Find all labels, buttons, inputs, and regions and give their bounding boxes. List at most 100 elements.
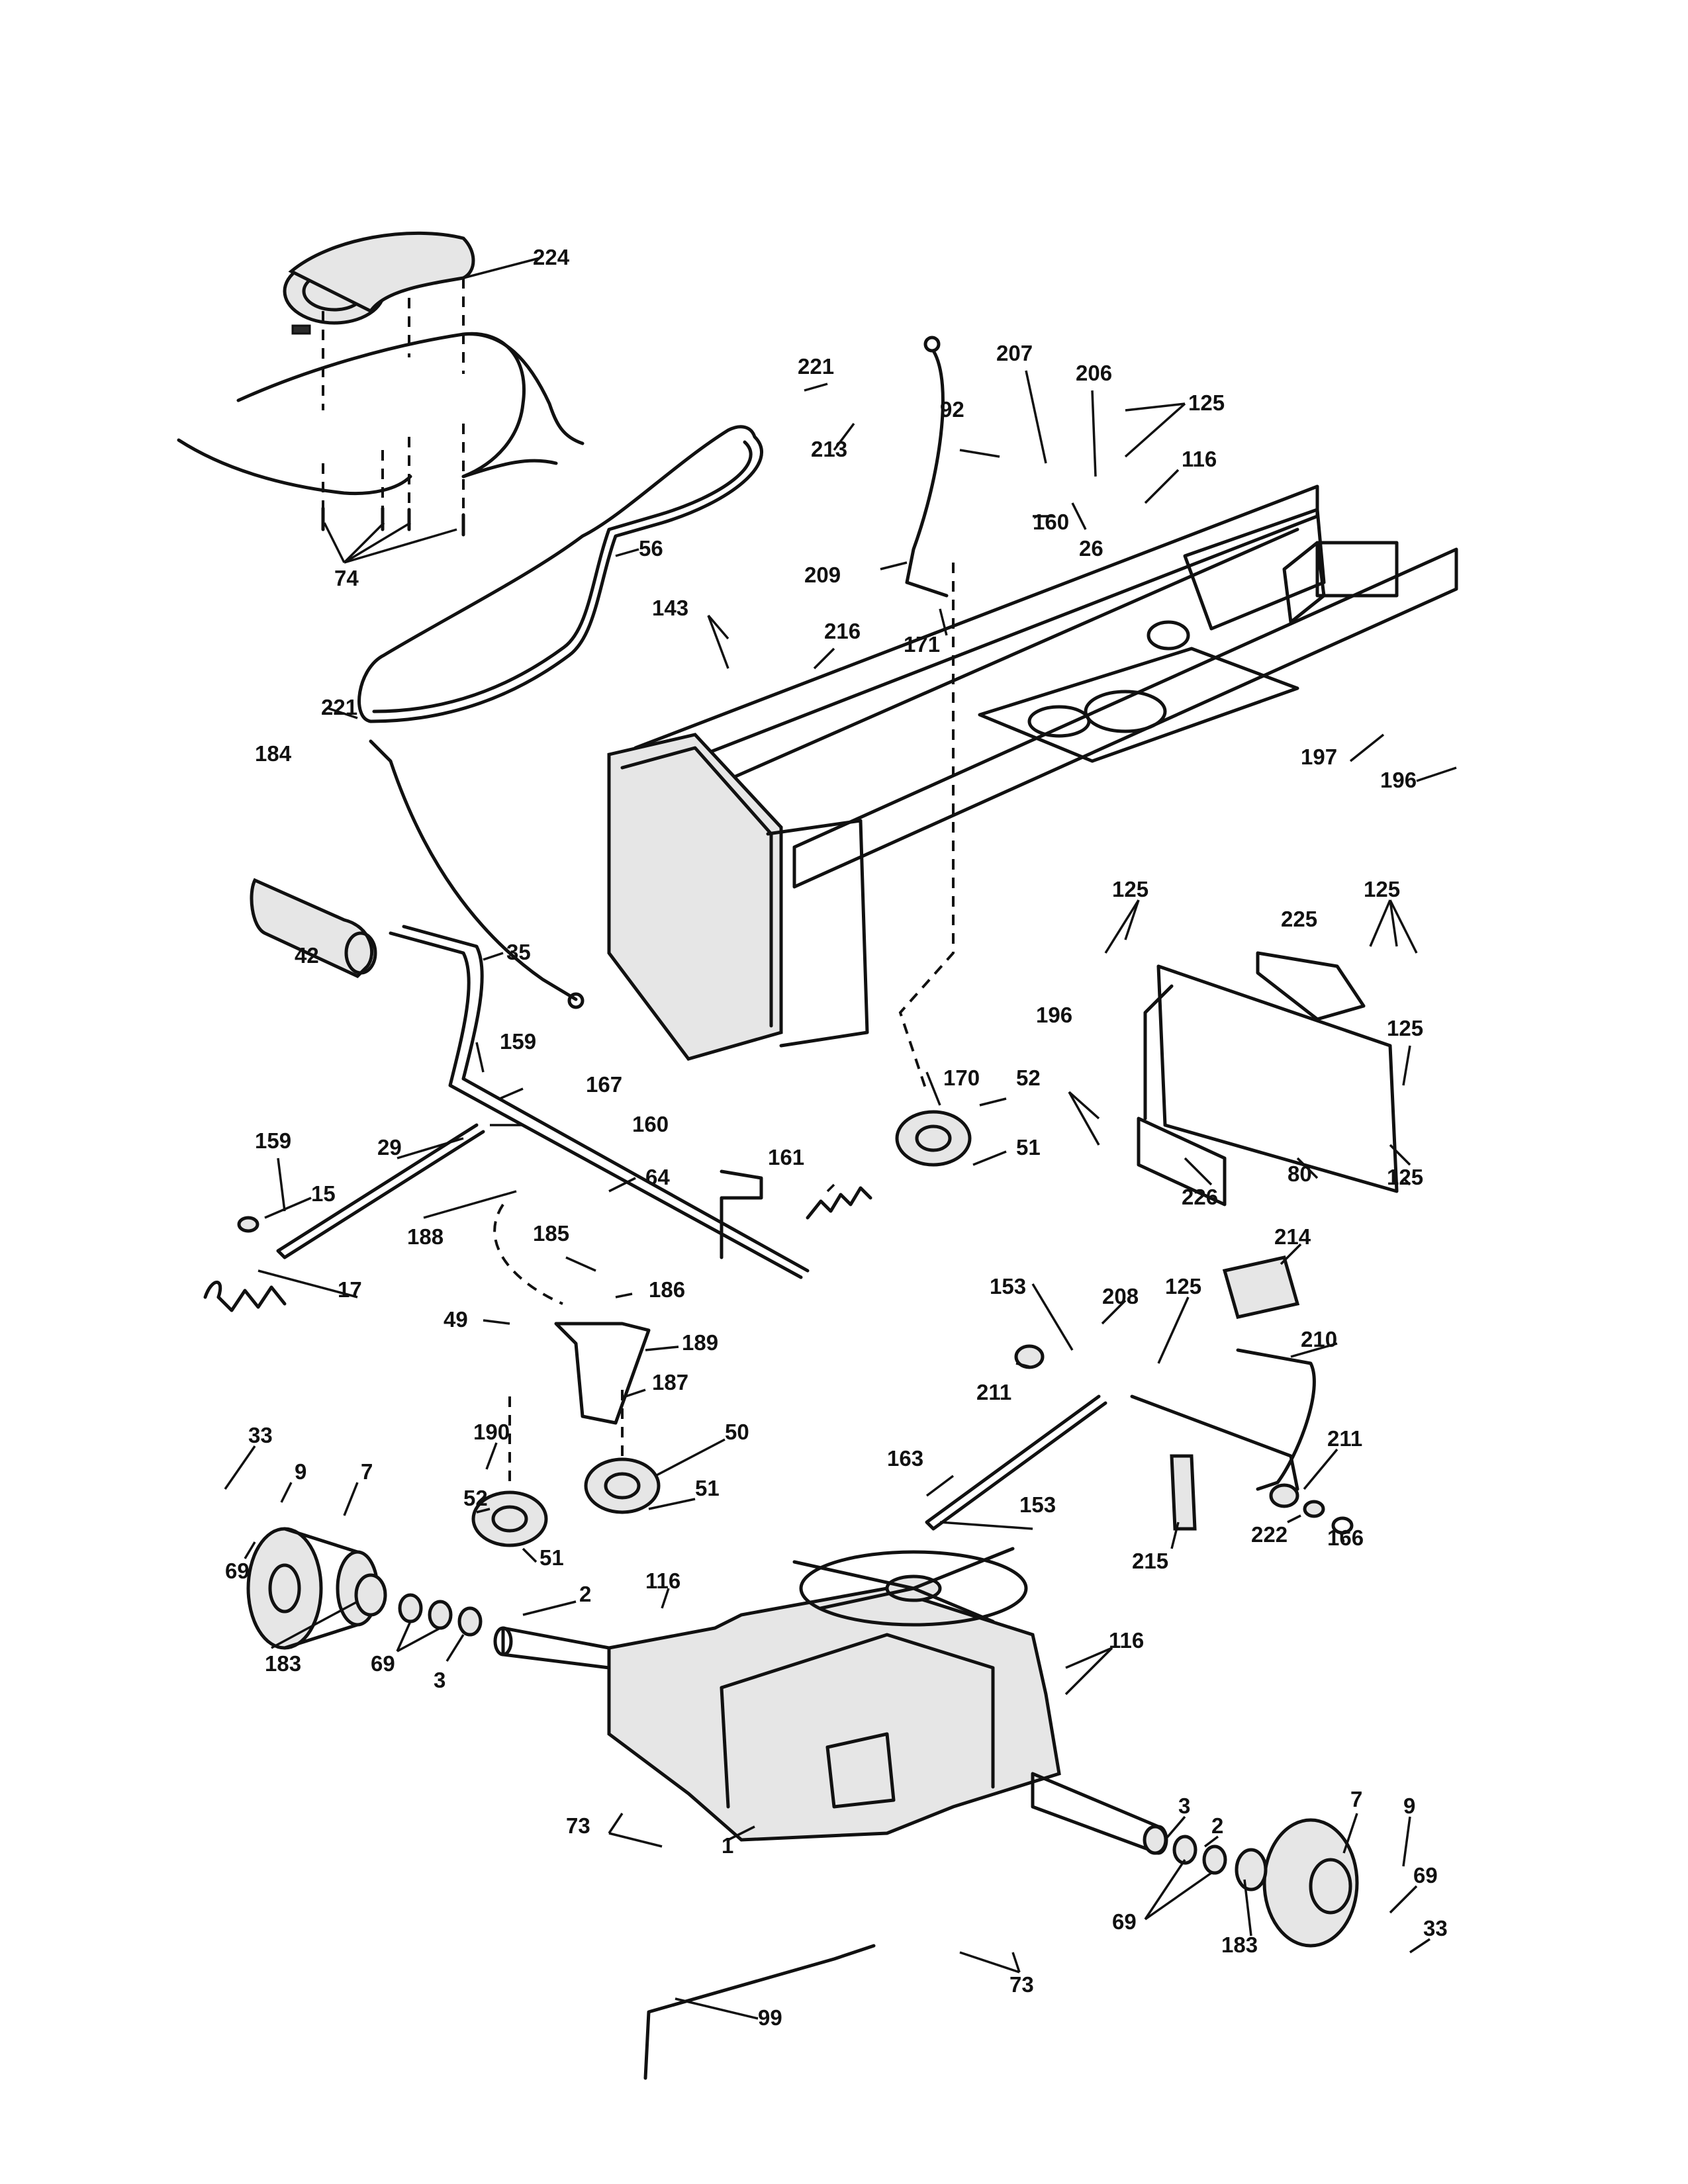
spring-161 <box>806 1186 872 1220</box>
callout-74: 74 <box>334 566 359 590</box>
callout-183: 183 <box>265 1651 301 1676</box>
callout-211: 211 <box>1327 1426 1362 1451</box>
callout-2: 2 <box>579 1582 591 1606</box>
pulley-linkage-dashes <box>493 563 955 1489</box>
brake-pedal-assembly <box>925 1255 1354 1535</box>
lift-shaft-64 <box>389 925 810 1279</box>
callout-52: 52 <box>1016 1066 1041 1090</box>
callout-159: 159 <box>255 1128 291 1153</box>
callout-9: 9 <box>295 1459 306 1484</box>
shift-console <box>283 231 475 335</box>
screws-74 <box>321 506 465 537</box>
callout-189: 189 <box>682 1330 718 1355</box>
callout-3: 3 <box>434 1668 445 1692</box>
callout-166: 166 <box>1327 1525 1364 1550</box>
callout-160: 160 <box>1033 510 1069 534</box>
drive-belt-inner <box>372 440 753 713</box>
callout-33: 33 <box>1423 1916 1448 1940</box>
callout-73: 73 <box>566 1813 590 1838</box>
callout-163: 163 <box>887 1446 923 1471</box>
callout-51: 51 <box>539 1545 564 1570</box>
callout-labels: 224 221 213 207 206 125 92 116 160 26 56… <box>225 245 1448 2030</box>
callout-116: 116 <box>645 1569 680 1593</box>
callout-125: 125 <box>1165 1274 1201 1298</box>
callout-69: 69 <box>371 1651 395 1676</box>
washer-15 <box>237 1216 259 1233</box>
transaxle <box>493 1547 1168 1855</box>
callout-56: 56 <box>639 536 663 561</box>
link-29 <box>276 1123 485 1259</box>
callout-161: 161 <box>768 1145 804 1169</box>
fender-body <box>177 332 585 496</box>
lift-handle-35 <box>369 739 585 1009</box>
callout-196: 196 <box>1380 768 1417 792</box>
callout-153: 153 <box>1019 1492 1056 1517</box>
callout-153: 153 <box>990 1274 1026 1298</box>
callout-125: 125 <box>1364 877 1400 901</box>
callout-225: 225 <box>1281 907 1317 931</box>
callout-125: 125 <box>1112 877 1149 901</box>
callout-1: 1 <box>722 1833 733 1858</box>
callout-197: 197 <box>1301 745 1337 769</box>
shift-lever-209 <box>905 336 949 598</box>
callout-73: 73 <box>1009 1972 1034 1997</box>
callout-29: 29 <box>377 1135 402 1160</box>
callout-226: 226 <box>1182 1185 1218 1209</box>
callout-50: 50 <box>725 1420 749 1444</box>
callout-69: 69 <box>1413 1863 1438 1888</box>
callout-42: 42 <box>295 943 319 968</box>
callout-221: 221 <box>321 695 357 719</box>
callout-116: 116 <box>1109 1628 1144 1653</box>
spacer-washers-right <box>1143 1825 1268 1891</box>
main-frame <box>607 484 1458 1061</box>
bypass-rod-99 <box>643 1944 876 2080</box>
callout-99: 99 <box>758 2005 782 2030</box>
callout-80: 80 <box>1288 1161 1312 1186</box>
hub-right-7 <box>1262 1818 1359 1948</box>
console-mount-lines <box>322 278 465 516</box>
callout-222: 222 <box>1251 1522 1288 1547</box>
callout-171: 171 <box>904 632 940 657</box>
idler-pulley-50 <box>584 1457 661 1514</box>
callout-221: 221 <box>798 354 834 379</box>
callout-15: 15 <box>311 1181 336 1206</box>
callout-187: 187 <box>652 1370 688 1394</box>
callout-69: 69 <box>225 1559 250 1583</box>
callout-209: 209 <box>804 563 841 587</box>
callout-167: 167 <box>586 1072 622 1097</box>
callout-160: 160 <box>632 1112 669 1136</box>
callout-9: 9 <box>1403 1794 1415 1818</box>
handle-grip-42 <box>250 878 377 979</box>
callout-116: 116 <box>1182 447 1217 471</box>
callout-188: 188 <box>407 1224 444 1249</box>
idler-pulley-52-lower <box>471 1490 548 1547</box>
callout-224: 224 <box>533 245 570 269</box>
callout-52: 52 <box>463 1486 488 1510</box>
callout-190: 190 <box>473 1420 510 1444</box>
callout-7: 7 <box>361 1459 373 1484</box>
callout-35: 35 <box>506 940 531 964</box>
callout-159: 159 <box>500 1029 536 1054</box>
callout-184: 184 <box>255 741 292 766</box>
drive-belt <box>357 425 763 723</box>
callout-208: 208 <box>1102 1284 1139 1308</box>
callout-183: 183 <box>1221 1933 1258 1957</box>
hood-support-brackets <box>1137 951 1399 1206</box>
callout-51: 51 <box>695 1476 720 1500</box>
callout-216: 216 <box>824 619 861 643</box>
callout-125: 125 <box>1387 1016 1423 1040</box>
callout-49: 49 <box>444 1307 468 1332</box>
callout-215: 215 <box>1132 1549 1168 1573</box>
callout-206: 206 <box>1076 361 1112 385</box>
callout-214: 214 <box>1274 1224 1311 1249</box>
callout-3: 3 <box>1178 1794 1190 1818</box>
callout-125: 125 <box>1188 390 1225 415</box>
spacer-washers-left <box>354 1573 483 1637</box>
callout-170: 170 <box>943 1066 980 1090</box>
spring-17 <box>203 1281 287 1312</box>
callout-7: 7 <box>1350 1787 1362 1811</box>
callout-69: 69 <box>1112 1909 1137 1934</box>
callout-186: 186 <box>649 1277 685 1302</box>
callout-143: 143 <box>652 596 688 620</box>
